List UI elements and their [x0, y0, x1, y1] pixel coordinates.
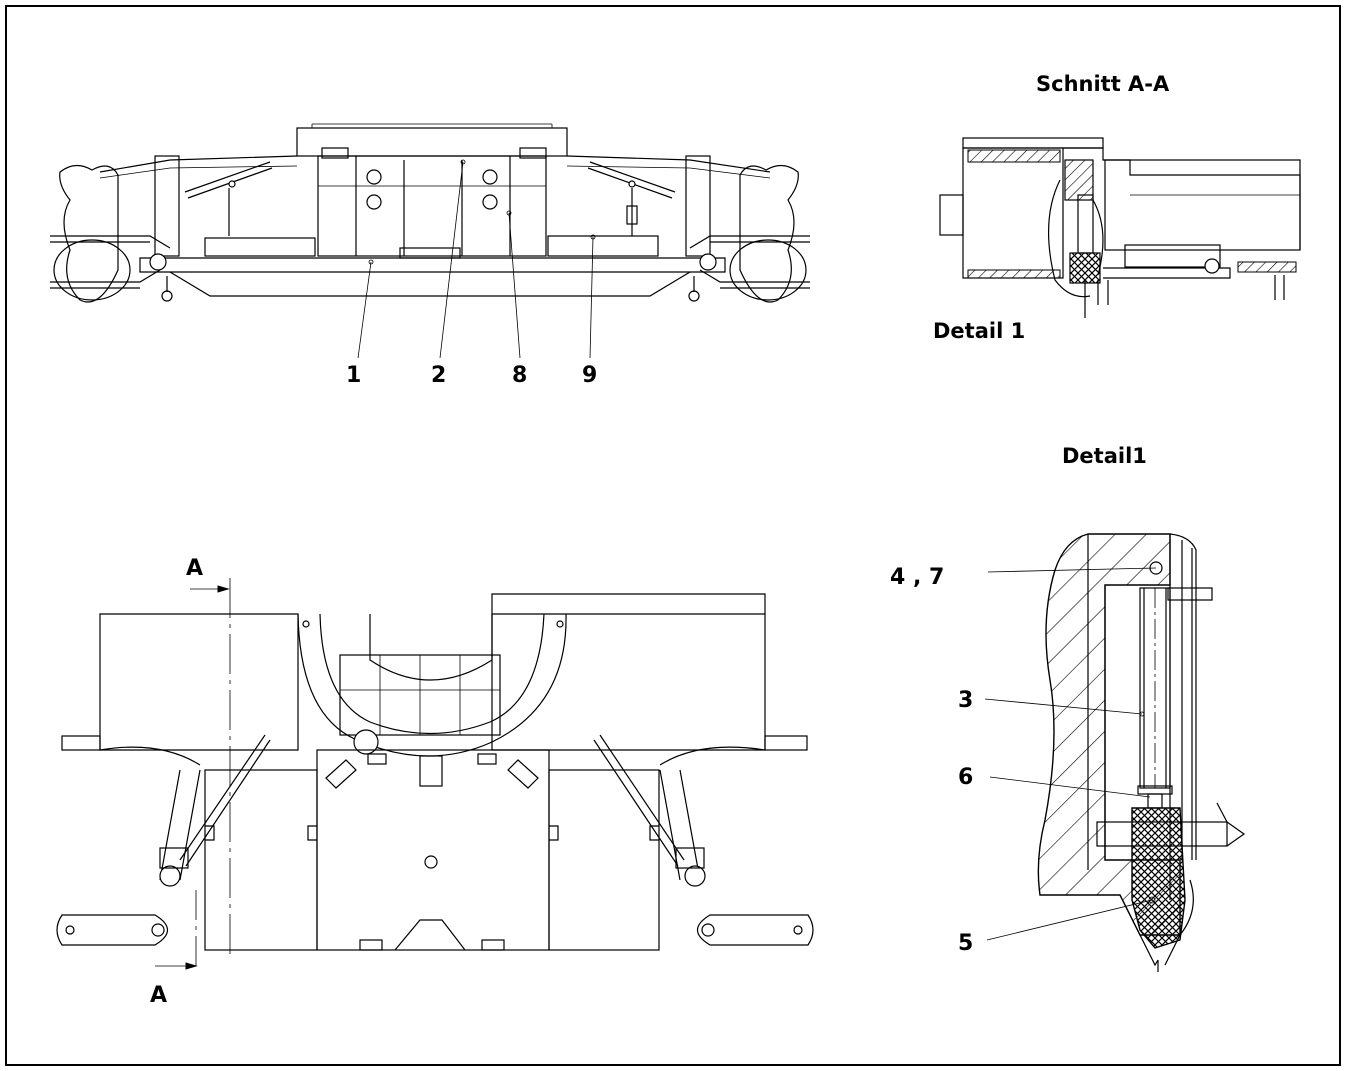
detail-title: Detail1: [1062, 444, 1147, 468]
callout-9: 9: [582, 363, 597, 388]
front-view: [50, 123, 810, 359]
drawing-border: [5, 5, 1341, 1066]
callout-3: 3: [958, 688, 973, 713]
detail-label: Detail 1: [933, 319, 1025, 343]
section-title: Schnitt A-A: [1036, 72, 1170, 96]
callout-8: 8: [512, 363, 527, 388]
callout-4-7: 4 , 7: [890, 565, 944, 590]
section-mark-top: A: [186, 556, 203, 581]
detail-view: [984, 533, 1246, 972]
plan-view: [56, 578, 814, 970]
callout-2: 2: [431, 363, 446, 388]
callout-5: 5: [958, 931, 973, 956]
callout-6: 6: [958, 765, 973, 790]
callout-1: 1: [346, 363, 361, 388]
section-mark-bottom: A: [150, 983, 167, 1008]
section-view: [939, 137, 1301, 318]
